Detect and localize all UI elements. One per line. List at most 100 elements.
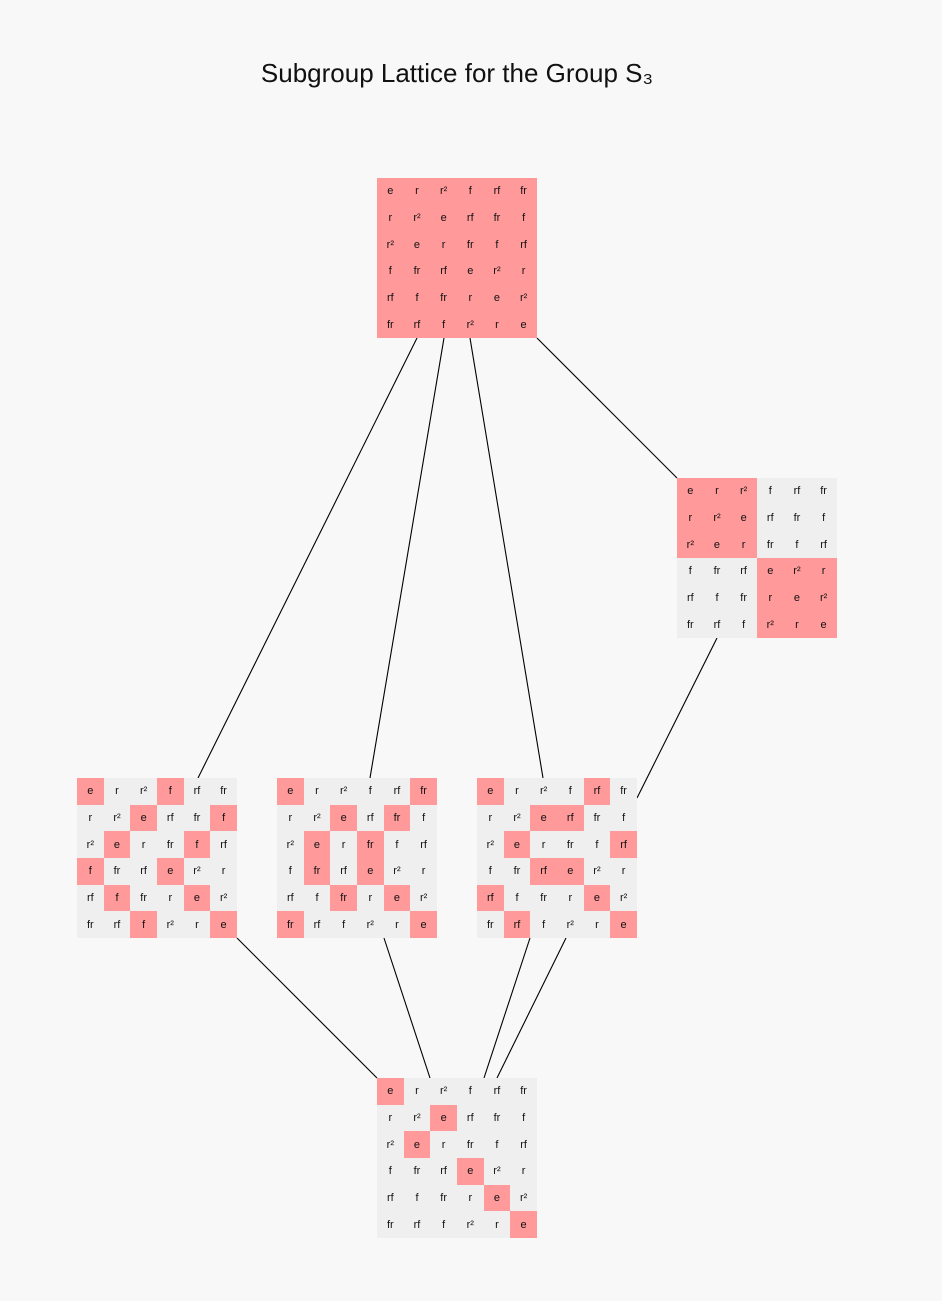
table-cell: r: [183, 911, 211, 938]
table-cell: e: [477, 778, 504, 805]
table-cell: r²: [510, 284, 537, 312]
table-cell: f: [703, 584, 731, 612]
table-cell: e: [483, 284, 511, 312]
table-cell: r: [530, 831, 557, 858]
table-cell: rf: [210, 831, 237, 858]
edge-h2-e: [383, 937, 431, 1079]
table-cell: r²: [277, 831, 304, 858]
table-cell: rf: [730, 557, 757, 585]
table-cell: r: [456, 284, 484, 312]
table-cell: r²: [377, 231, 404, 258]
table-cell: r: [77, 804, 104, 832]
table-cell: e: [456, 1157, 484, 1185]
table-cell: f: [730, 611, 757, 638]
table-cell: e: [377, 1078, 404, 1105]
table-cell: f: [156, 778, 184, 805]
table-cell: fr: [156, 831, 184, 858]
table-cell: rf: [156, 804, 184, 832]
table-cell: r²: [583, 857, 611, 885]
table-cell: r²: [383, 857, 411, 885]
table-cell: f: [377, 1157, 404, 1185]
table-cell: rf: [456, 1104, 484, 1132]
edge-a3-h3: [636, 637, 718, 799]
table-cell: e: [730, 504, 757, 532]
table-cell: e: [410, 911, 437, 938]
table-cell: f: [430, 311, 457, 338]
table-cell: f: [377, 257, 404, 285]
table-cell: f: [456, 1078, 484, 1105]
table-cell: fr: [403, 1157, 431, 1185]
table-cell: f: [330, 911, 357, 938]
table-cell: rf: [383, 778, 411, 805]
table-cell: fr: [377, 1211, 404, 1238]
table-cell: f: [477, 857, 504, 885]
table-cell: r²: [503, 804, 531, 832]
table-cell: r²: [103, 804, 131, 832]
table-cell: r²: [756, 611, 784, 638]
table-cell: r²: [610, 884, 637, 912]
table-cell: f: [783, 531, 811, 558]
table-cell: r: [456, 1184, 484, 1212]
table-cell: fr: [703, 557, 731, 585]
table-cell: r: [503, 778, 531, 805]
table-cell: rf: [510, 231, 537, 258]
table-cell: r²: [403, 204, 431, 232]
table-cell: e: [156, 857, 184, 885]
table-cell: e: [756, 557, 784, 585]
table-cell: e: [383, 884, 411, 912]
table-cell: r: [783, 611, 811, 638]
table-cell: f: [210, 804, 237, 832]
table-cell: r²: [703, 504, 731, 532]
table-cell: fr: [377, 311, 404, 338]
table-cell: e: [210, 911, 237, 938]
table-cell: r: [403, 1078, 431, 1105]
table-cell: e: [510, 1211, 537, 1238]
table-cell: rf: [403, 1211, 431, 1238]
table-cell: rf: [503, 911, 531, 938]
table-cell: rf: [610, 831, 637, 858]
edge-s3-a3: [536, 337, 678, 479]
table-cell: r: [330, 831, 357, 858]
table-cell: fr: [130, 884, 157, 912]
table-cell: fr: [330, 884, 357, 912]
table-cell: e: [403, 1131, 431, 1158]
table-cell: fr: [510, 178, 537, 205]
table-cell: r: [210, 857, 237, 885]
table-cell: f: [483, 1131, 511, 1158]
table-cell: e: [77, 778, 104, 805]
table-cell: r: [403, 178, 431, 205]
table-cell: r: [277, 804, 304, 832]
table-cell: e: [456, 257, 484, 285]
table-cell: rf: [77, 884, 104, 912]
table-cell: f: [483, 231, 511, 258]
table-cell: fr: [756, 531, 784, 558]
table-cell: f: [183, 831, 211, 858]
table-cell: fr: [183, 804, 211, 832]
table-cell: fr: [383, 804, 411, 832]
table-cell: r²: [510, 1184, 537, 1212]
table-cell: f: [510, 204, 537, 232]
table-cell: rf: [377, 1184, 404, 1212]
table-cell: rf: [356, 804, 384, 832]
edge-h3-e-b: [496, 937, 567, 1079]
table-cell: rf: [403, 311, 431, 338]
table-cell: r: [810, 557, 837, 585]
table-cell: r: [377, 204, 404, 232]
table-cell: rf: [483, 178, 511, 205]
table-cell: f: [510, 1104, 537, 1132]
table-cell: f: [583, 831, 611, 858]
table-cell: r: [477, 804, 504, 832]
table-cell: r: [430, 1131, 457, 1158]
table-cell: fr: [583, 804, 611, 832]
table-cell: fr: [210, 778, 237, 805]
table-cell: rf: [303, 911, 331, 938]
table-cell: rf: [510, 1131, 537, 1158]
table-cell: rf: [456, 204, 484, 232]
table-cell: r²: [783, 557, 811, 585]
table-cell: r: [677, 504, 704, 532]
table-cell: r²: [810, 584, 837, 612]
